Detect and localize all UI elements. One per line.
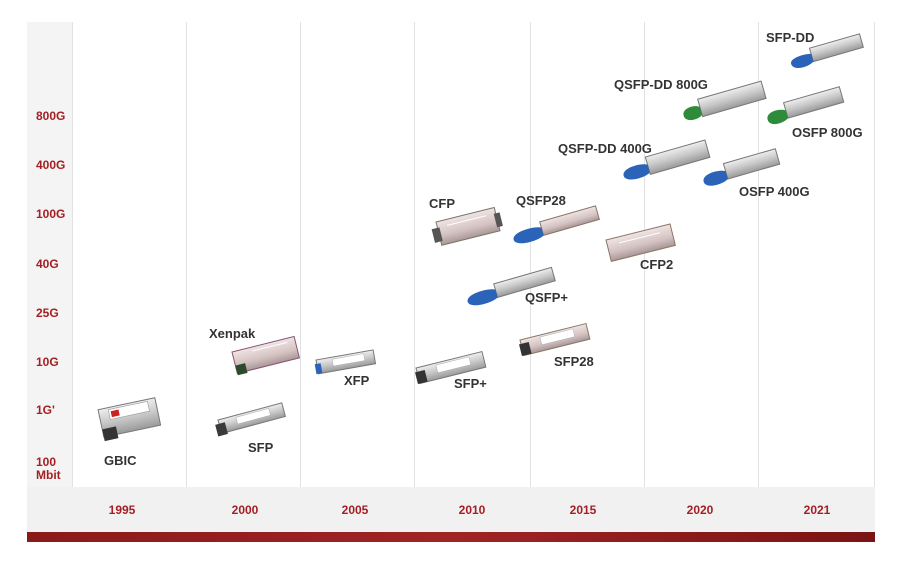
speed-label-100g: 100G — [36, 207, 66, 221]
label-qsfp-dd-400g: QSFP-DD 400G — [558, 141, 652, 156]
gridline — [644, 22, 645, 487]
gridline — [300, 22, 301, 487]
label-sfp: SFP — [248, 440, 274, 455]
qsfp-dd-400g-module — [623, 139, 711, 180]
label-qsfp-dd-800g: QSFP-DD 800G — [614, 77, 708, 92]
label-gbic: GBIC — [104, 453, 137, 468]
cfp-module — [431, 206, 503, 246]
year-label-2020: 2020 — [686, 503, 714, 517]
year-label-2000: 2000 — [231, 503, 259, 517]
qsfp-plus-module — [467, 266, 556, 306]
speed-label-25g: 25G — [36, 306, 59, 320]
xenpak-module — [231, 335, 301, 376]
year-axis-bar — [27, 487, 875, 532]
gridline — [186, 22, 187, 487]
label-xfp: XFP — [344, 373, 370, 388]
label-qsfp28: QSFP28 — [516, 193, 566, 208]
speed-label-40g: 40G — [36, 257, 59, 271]
year-label-2010: 2010 — [458, 503, 486, 517]
label-sfp28: SFP28 — [554, 354, 594, 369]
label-sfp-dd: SFP-DD — [766, 30, 815, 45]
osfp-800g-module — [767, 86, 845, 125]
year-label-2021: 2021 — [803, 503, 831, 517]
year-label-2015: 2015 — [569, 503, 597, 517]
sfp-module — [215, 402, 286, 437]
label-osfp-400g: OSFP 400G — [739, 184, 810, 199]
qsfp-dd-800g-module — [683, 80, 767, 121]
xfp-module — [314, 349, 377, 375]
speed-label-1g: 1G' — [36, 403, 55, 417]
speed-label-400g: 400G — [36, 158, 66, 172]
speed-label-800g: 800G — [36, 109, 66, 123]
qsfp28-module — [513, 205, 600, 244]
gridline — [874, 22, 875, 487]
label-cfp: CFP — [429, 196, 455, 211]
label-osfp-800g: OSFP 800G — [792, 125, 863, 140]
label-cfp2: CFP2 — [640, 257, 674, 272]
gridline — [530, 22, 531, 487]
sfp28-module — [519, 322, 591, 357]
label-sfp-plus: SFP+ — [454, 376, 487, 391]
gridline — [72, 22, 73, 487]
year-label-1995: 1995 — [108, 503, 136, 517]
label-qsfp-plus: QSFP+ — [525, 290, 568, 305]
speed-axis-band — [27, 22, 72, 532]
gridline — [758, 22, 759, 487]
label-xenpak: Xenpak — [209, 326, 256, 341]
sfp-dd-module — [791, 33, 864, 68]
year-label-2005: 2005 — [341, 503, 369, 517]
gbic-module — [97, 397, 162, 442]
sfp-plus-module — [415, 350, 487, 385]
osfp-400g-module — [703, 148, 781, 186]
speed-label-100mbit: 100 Mbit — [36, 455, 61, 482]
gridline — [414, 22, 415, 487]
speed-label-10g: 10G — [36, 355, 59, 369]
cfp2-module — [605, 223, 676, 262]
bottom-rule — [27, 532, 875, 542]
